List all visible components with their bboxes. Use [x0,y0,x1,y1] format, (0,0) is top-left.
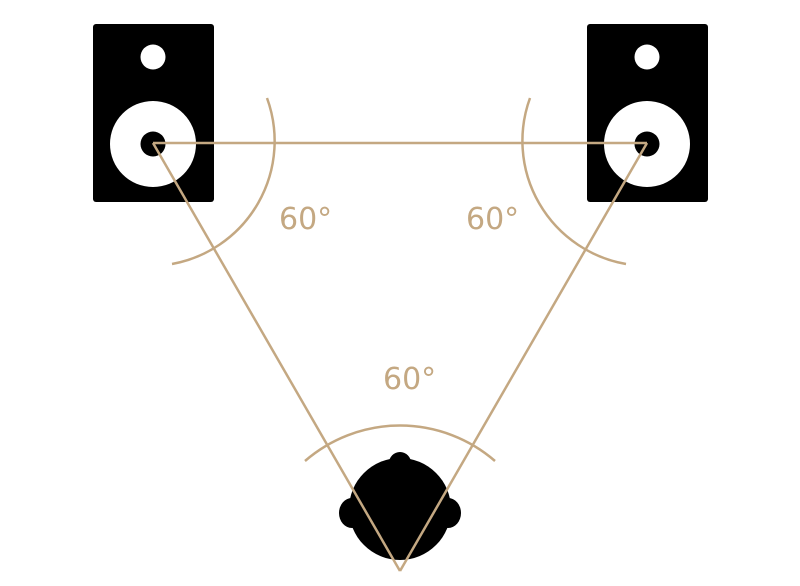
left-speaker-tweeter [140,44,166,70]
right-speaker-tweeter [634,44,660,70]
left-angle-label: 60° [279,202,332,237]
listener-angle-label: 60° [383,362,436,397]
listener-head-icon [339,452,461,560]
triangle-side-left [151,142,402,572]
listener-angle-arc [304,424,496,462]
left-angle-arc [171,97,276,266]
right-angle-arc [521,97,627,266]
left-speaker [93,24,214,202]
head-skull [349,458,451,560]
angle-arcs [171,97,627,462]
listening-triangle [151,141,649,572]
right-angle-label: 60° [466,202,519,237]
right-speaker [587,24,708,202]
triangle-side-right [398,142,649,572]
